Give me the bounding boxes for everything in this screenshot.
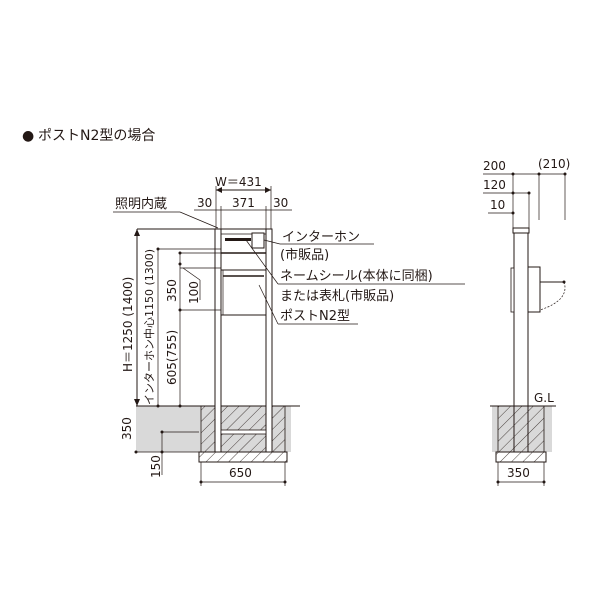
section-title: ● ポストN2型の場合 — [22, 128, 155, 144]
side-foundation-width: 350 — [507, 466, 530, 480]
side-dim-10: 10 — [490, 198, 505, 212]
foundation-width: 650 — [229, 466, 252, 480]
front-view: W＝431 30 371 30 照明内蔵 インターホン (市販品) ネームシール… — [113, 175, 465, 486]
side-post-box — [527, 266, 541, 313]
base-thickness: 150 — [149, 455, 163, 478]
height-post: 605(755) — [165, 330, 179, 385]
post-box — [220, 269, 267, 316]
callout-post: ポストN2型 — [280, 309, 350, 324]
callout-nameplate-sub: または表札(市販品) — [280, 288, 394, 304]
side-post-cap — [512, 227, 530, 234]
height-100: 100 — [187, 281, 201, 304]
width-total: W＝431 — [215, 175, 262, 189]
callout-light: 照明内蔵 — [115, 196, 167, 212]
door-swing-arc — [539, 281, 566, 311]
foundation-depth: 350 — [120, 417, 134, 440]
side-view: G.L 200 (210) 120 10 350 — [483, 157, 570, 486]
callout-intercom-sub: (市販品) — [280, 247, 329, 263]
width-center: 371 — [232, 196, 255, 210]
width-right: 30 — [273, 196, 288, 210]
callout-nameplate: ネームシール(本体に同梱) — [280, 269, 433, 284]
width-left: 30 — [197, 196, 212, 210]
anchor-bar — [220, 429, 267, 435]
title-text: ポストN2型の場合 — [38, 128, 155, 144]
nameplate-slot — [225, 238, 251, 241]
side-dim-200: 200 — [483, 159, 506, 173]
side-foundation-block — [497, 405, 545, 453]
side-dim-120: 120 — [483, 178, 506, 192]
side-dim-210: (210) — [538, 157, 570, 171]
left-post — [214, 228, 222, 453]
intercom-device — [251, 232, 265, 249]
callout-intercom: インターホン — [282, 230, 360, 245]
ground-label: G.L — [534, 391, 554, 405]
height-350: 350 — [165, 279, 179, 302]
height-total: H＝1250 (1400) — [121, 277, 135, 372]
height-intercom: インターホン中心1150 (1300) — [143, 249, 156, 405]
right-post — [265, 228, 273, 453]
title-bullet-icon: ● — [22, 128, 34, 144]
